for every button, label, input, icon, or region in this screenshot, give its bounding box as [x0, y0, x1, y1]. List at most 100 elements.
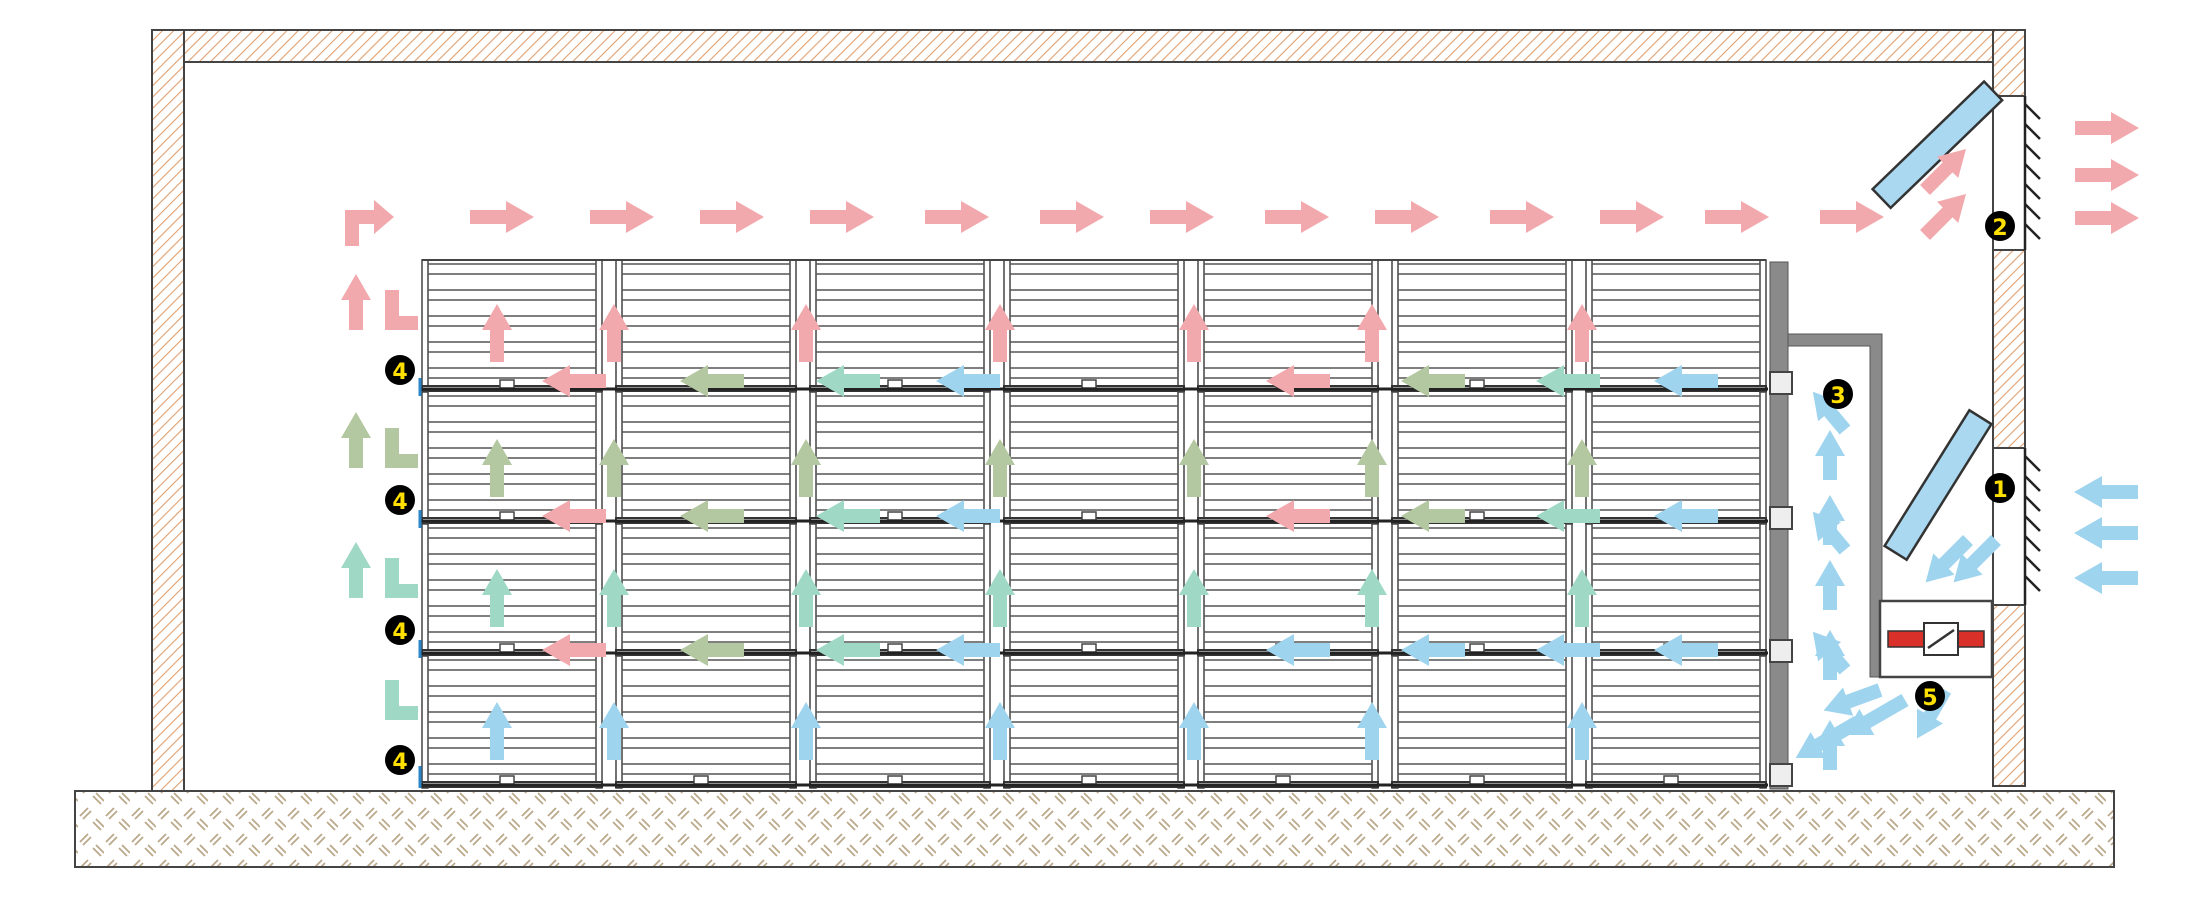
- rack-bay: [1197, 523, 1379, 657]
- fan-blade-left: [1887, 630, 1929, 648]
- arrow-icon: [1920, 148, 1967, 195]
- right-wall-middle: [1992, 249, 2026, 449]
- arrow-icon: [1179, 304, 1209, 362]
- arrow-icon: [985, 304, 1015, 362]
- arrow-icon: [1844, 693, 1909, 735]
- arrow-icon: [2074, 476, 2138, 508]
- arrow-icon: [680, 634, 744, 666]
- arrow-icon: [341, 412, 371, 468]
- rack-bay: [1003, 523, 1185, 657]
- outlet-vent: [1870, 79, 2041, 251]
- rack-bay: [615, 655, 797, 789]
- arrow-icon: [2075, 112, 2139, 144]
- marker-3-label: 3: [1830, 384, 1845, 409]
- arrow-icon: [1654, 365, 1718, 397]
- arrow-icon: [1600, 201, 1664, 233]
- roof-wall: [151, 29, 2026, 63]
- arrow-icon: [2075, 159, 2139, 191]
- arrow-icon: [599, 569, 629, 627]
- rack-bay: [1003, 655, 1185, 789]
- arrow-icon: [1490, 201, 1554, 233]
- arrow-icon: [1401, 365, 1465, 397]
- floor-slab: [74, 790, 2115, 868]
- arrow-icon: [985, 439, 1015, 497]
- arrow-icon: [1920, 193, 1967, 240]
- marker-4-b: 4: [385, 485, 415, 515]
- arrow-icon: [1357, 304, 1387, 362]
- arrow-icon: [1654, 634, 1718, 666]
- arrow-icon: [1823, 683, 1883, 716]
- arrow-icon: [680, 500, 744, 532]
- arrow-icon: [2074, 517, 2138, 549]
- plenum-outlet-1: [1769, 371, 1793, 395]
- arrow-icon: [542, 365, 606, 397]
- arrow-icon: [936, 365, 1000, 397]
- arrow-icon: [1357, 439, 1387, 497]
- marker-5: 5: [1915, 681, 1945, 711]
- rack-bay: [421, 655, 603, 789]
- arrow-icon: [1812, 391, 1851, 435]
- arrow-icon: [1705, 201, 1769, 233]
- arrow-icon: [985, 702, 1015, 760]
- rack-bay: [421, 259, 603, 393]
- arrow-icon: [810, 201, 874, 233]
- rack-bay: [421, 523, 603, 657]
- arrow-icon: [482, 569, 512, 627]
- rack-bay: [1003, 259, 1185, 393]
- arrow-icon: [816, 634, 880, 666]
- arrow-icon: [1812, 631, 1851, 675]
- arrow-icon: [1820, 201, 1884, 233]
- arrow-icon: [985, 569, 1015, 627]
- marker-2: 2: [1985, 211, 2015, 241]
- marker-5-label: 5: [1922, 686, 1937, 711]
- arrow-icon: [385, 428, 418, 468]
- arrow-icon: [1375, 201, 1439, 233]
- arrow-icon: [1536, 634, 1600, 666]
- arrow-icon: [542, 500, 606, 532]
- airflow-arrows: [341, 112, 2139, 770]
- arrow-icon: [2074, 562, 2138, 594]
- fan-blade-right: [1955, 630, 1985, 648]
- arrow-icon: [341, 542, 371, 598]
- arrow-icon: [1179, 439, 1209, 497]
- rack-bay: [1391, 655, 1573, 789]
- arrow-icon: [482, 304, 512, 362]
- arrow-icon: [1266, 500, 1330, 532]
- arrow-icon: [1266, 365, 1330, 397]
- arrow-icon: [1401, 634, 1465, 666]
- arrow-icon: [1536, 365, 1600, 397]
- left-wall: [151, 29, 185, 792]
- plenum-outlet-4: [1769, 763, 1793, 787]
- arrow-icon: [1265, 201, 1329, 233]
- arrow-icon: [1815, 430, 1845, 480]
- marker-4-d-label: 4: [392, 750, 407, 775]
- arrow-icon: [1401, 500, 1465, 532]
- arrow-icon: [1567, 439, 1597, 497]
- arrow-icon: [816, 500, 880, 532]
- rack-bay: [1391, 523, 1573, 657]
- arrow-icon: [700, 201, 764, 233]
- marker-3: 3: [1823, 379, 1853, 409]
- marker-4-d: 4: [385, 745, 415, 775]
- arrow-icon: [599, 304, 629, 362]
- arrow-icon: [1040, 201, 1104, 233]
- arrow-icon: [1179, 569, 1209, 627]
- arrow-icon: [1812, 511, 1851, 555]
- arrow-icon: [1567, 304, 1597, 362]
- marker-2-label: 2: [1992, 216, 2007, 241]
- marker-4-c-label: 4: [392, 620, 407, 645]
- arrow-icon: [791, 702, 821, 760]
- arrow-icon: [1357, 702, 1387, 760]
- arrow-icon: [345, 200, 394, 246]
- marker-1-label: 1: [1992, 478, 2007, 503]
- rack-bay: [1391, 391, 1573, 525]
- arrow-icon: [482, 702, 512, 760]
- fan-unit: [1878, 599, 1994, 679]
- outlet-louver-icon: [2023, 96, 2041, 250]
- rack-bay: [1197, 655, 1379, 789]
- marker-1: 1: [1985, 473, 2015, 503]
- arrow-icon: [680, 365, 744, 397]
- right-wall-upper: [1992, 29, 2026, 97]
